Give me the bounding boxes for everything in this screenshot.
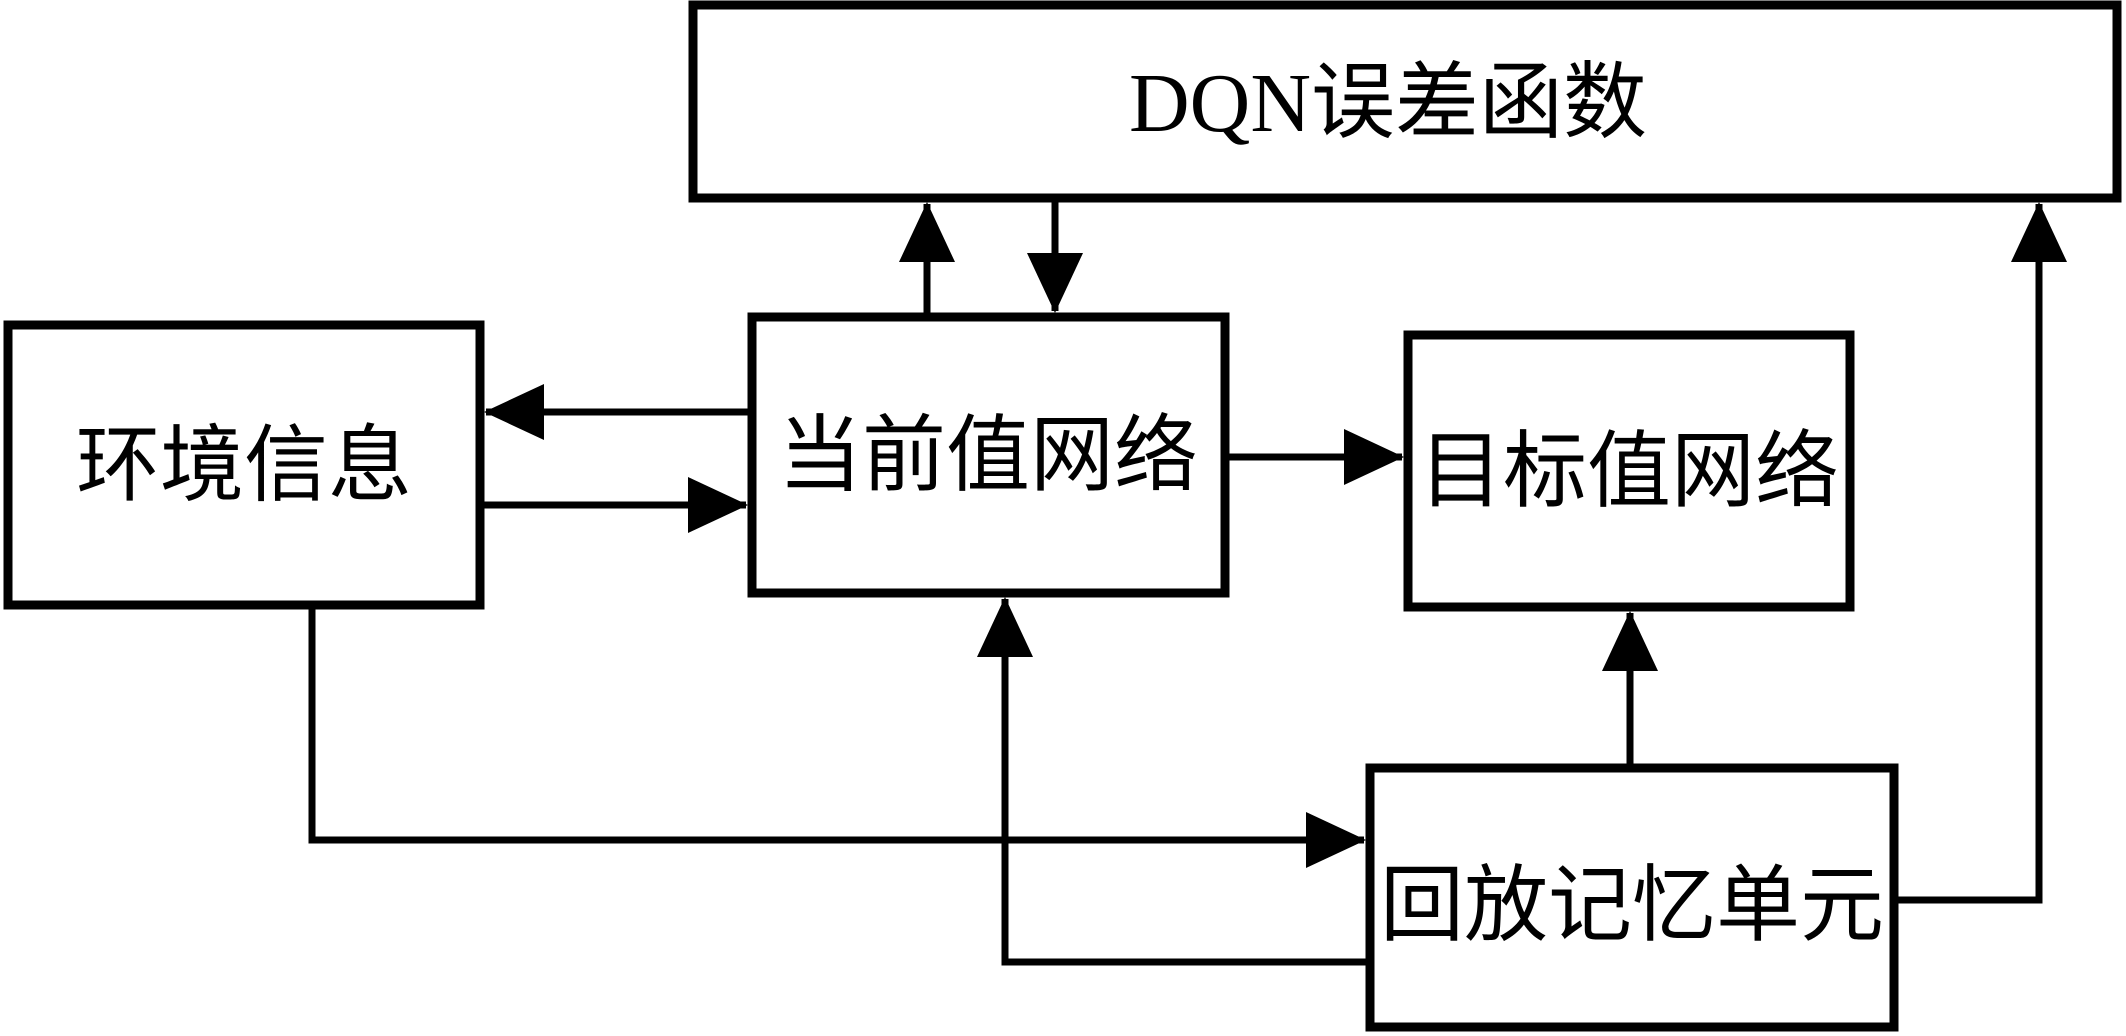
replay-memory-unit-label: 回放记忆单元 [1380, 860, 1884, 953]
edge-environment-to-replay [308, 605, 1366, 868]
target-value-network-label: 目标值网络 [1419, 426, 1839, 519]
node-environment-info: 环境信息 [3, 320, 485, 610]
replay-memory-unit-box [1365, 763, 1899, 1032]
node-target-value-network: 目标值网络 [1403, 330, 1855, 612]
dqn-loss-function-label: DQN误差函数 [1129, 57, 1647, 150]
diagram-edges [308, 198, 2067, 966]
dqn-loss-function-box [688, 0, 2122, 203]
current-value-network-box [747, 312, 1230, 598]
current-value-network-label: 当前值网络 [778, 410, 1198, 503]
target-value-network-box [1403, 330, 1855, 612]
edge-replay-to-current [977, 597, 1370, 966]
environment-info-label: 环境信息 [76, 420, 412, 513]
diagram-nodes: DQN误差函数 环境信息 当前值网络 目标值网络 回放记忆单元 [3, 0, 2122, 1032]
node-current-value-network: 当前值网络 [747, 312, 1230, 598]
edge-replay-to-dqn-loss [1894, 202, 2067, 904]
environment-info-box [3, 320, 485, 610]
node-replay-memory-unit: 回放记忆单元 [1365, 763, 1899, 1032]
node-dqn-loss-function: DQN误差函数 [688, 0, 2122, 203]
